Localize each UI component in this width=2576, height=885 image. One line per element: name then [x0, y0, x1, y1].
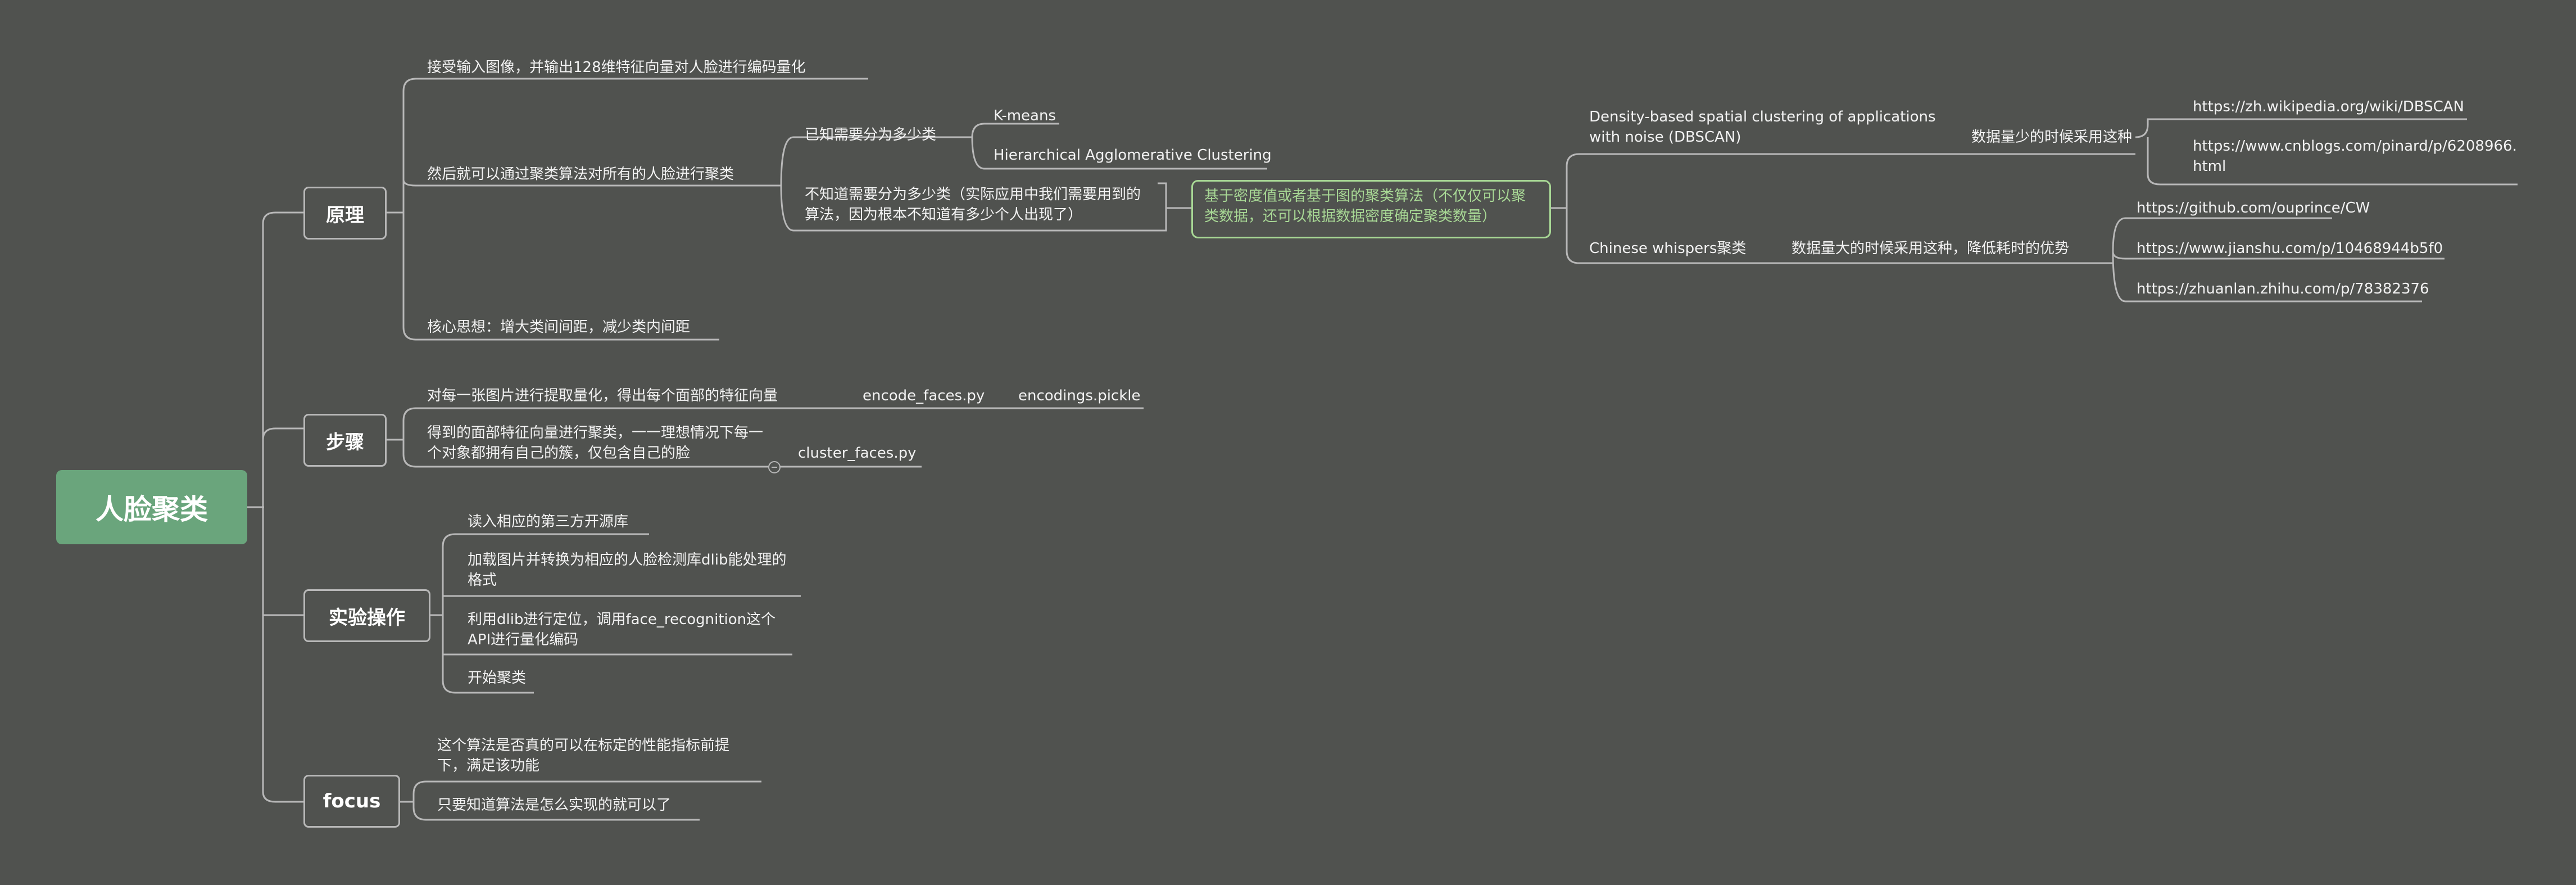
branch-focus[interactable]: focus: [303, 775, 400, 828]
branch-experiment-label: 实验操作: [329, 606, 405, 629]
focus-performance-question[interactable]: 这个算法是否真的可以在标定的性能指标前提下，满足该功能: [437, 737, 730, 774]
dbscan-link-cnblogs[interactable]: https://www.cnblogs.com/pinard/p/6208966…: [2193, 138, 2517, 175]
principle-item-clustering[interactable]: 然后就可以通过聚类算法对所有的人脸进行聚类: [427, 166, 734, 183]
step-cluster-script[interactable]: cluster_faces.py: [798, 445, 917, 462]
branch-principle[interactable]: 原理: [303, 187, 387, 240]
unknown-count-node[interactable]: 不知道需要分为多少类（实际应用中我们需要用到的算法，因为根本不知道有多少个人出现…: [805, 186, 1141, 223]
hac-node[interactable]: Hierarchical Agglomerative Clustering: [994, 147, 1272, 164]
step-extract-features[interactable]: 对每一张图片进行提取量化，得出每个面部的特征向量: [427, 387, 778, 404]
cw-link-zhihu[interactable]: https://zhuanlan.zhihu.com/p/78382376: [2137, 281, 2429, 297]
collapse-toggle[interactable]: [768, 461, 781, 473]
step-cluster-features[interactable]: 得到的面部特征向量进行聚类，一一理想情况下每一个对象都拥有自己的簇，仅包含自己的…: [427, 425, 764, 462]
experiment-start-clustering[interactable]: 开始聚类: [468, 670, 527, 687]
density-graph-label: 基于密度值或者基于图的聚类算法（不仅仅可以聚类数据，还可以根据数据密度确定聚类数…: [1204, 188, 1526, 225]
dbscan-note[interactable]: 数据量少的时候采用这种: [1971, 129, 2133, 146]
branch-steps-label: 步骤: [326, 431, 364, 454]
dbscan-node[interactable]: Density-based spatial clustering of appl…: [1589, 109, 1936, 146]
step-encode-script[interactable]: encode_faces.py: [863, 387, 985, 404]
kmeans-node[interactable]: K-means: [994, 107, 1056, 124]
dbscan-link-wikipedia[interactable]: https://zh.wikipedia.org/wiki/DBSCAN: [2193, 98, 2465, 115]
focus-implementation-note[interactable]: 只要知道算法是怎么实现的就可以了: [437, 797, 672, 814]
cw-link-github[interactable]: https://github.com/ouprince/CW: [2137, 200, 2370, 216]
experiment-locate-encode[interactable]: 利用dlib进行定位，调用face_recognition这个API进行量化编码: [468, 611, 776, 648]
chinese-whispers-note[interactable]: 数据量大的时候采用这种，降低耗时的优势: [1792, 240, 2070, 257]
branch-steps[interactable]: 步骤: [303, 414, 387, 467]
root-label: 人脸聚类: [96, 493, 208, 526]
density-graph-node[interactable]: 基于密度值或者基于图的聚类算法（不仅仅可以聚类数据，还可以根据数据密度确定聚类数…: [1191, 180, 1551, 238]
principle-item-encoding[interactable]: 接受输入图像，并输出128维特征向量对人脸进行编码量化: [427, 59, 806, 76]
chinese-whispers-node[interactable]: Chinese whispers聚类: [1589, 240, 1747, 257]
known-count-node[interactable]: 已知需要分为多少类: [805, 127, 937, 143]
step-encodings-output[interactable]: encodings.pickle: [1018, 387, 1141, 404]
branch-experiment[interactable]: 实验操作: [303, 589, 430, 642]
root-node[interactable]: 人脸聚类: [56, 470, 247, 544]
experiment-load-images[interactable]: 加载图片并转换为相应的人脸检测库dlib能处理的格式: [468, 552, 787, 589]
cw-link-jianshu[interactable]: https://www.jianshu.com/p/10468944b5f0: [2137, 240, 2443, 257]
branch-principle-label: 原理: [326, 204, 364, 227]
branch-focus-label: focus: [323, 790, 381, 812]
experiment-load-libs[interactable]: 读入相应的第三方开源库: [468, 513, 629, 530]
principle-item-core-idea[interactable]: 核心思想：增大类间间距，减少类内间距: [427, 319, 691, 336]
